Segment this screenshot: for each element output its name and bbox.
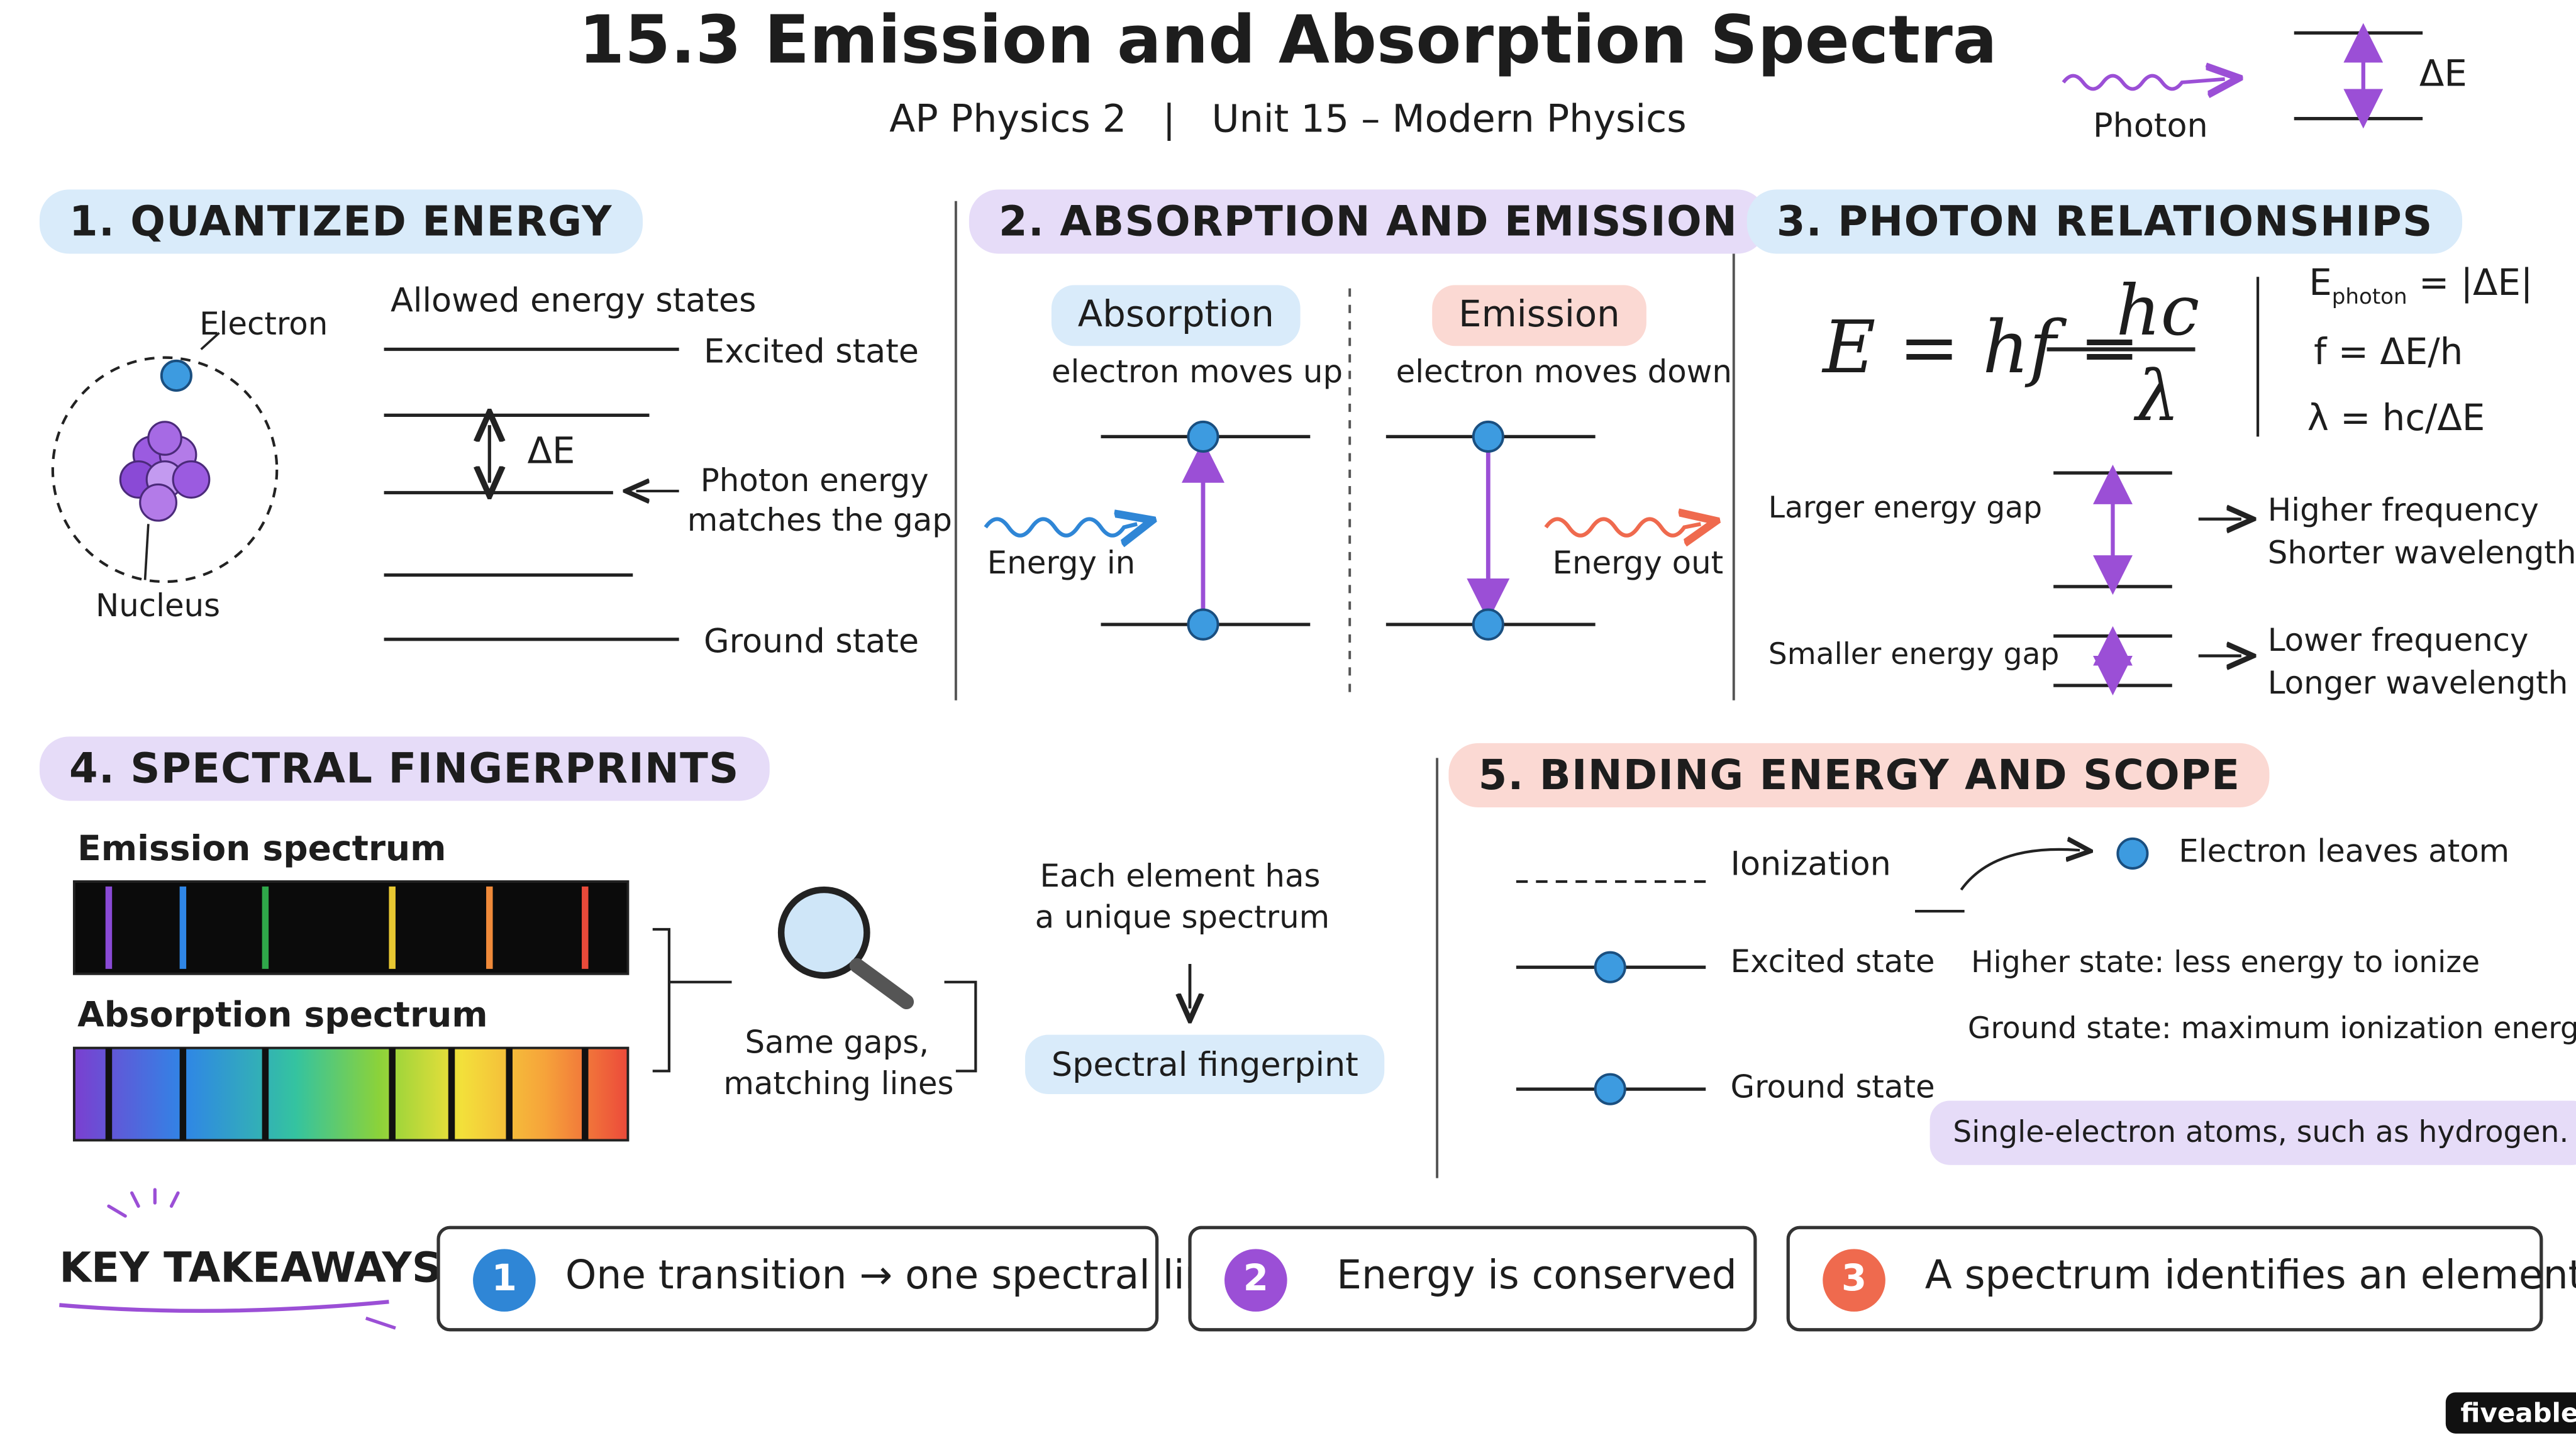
key-takeaways-heading: KEY TAKEAWAYS [59,1244,442,1292]
equation-denominator: λ [2136,356,2180,437]
longer-wavelength-label: Longer wavelength [2267,665,2568,702]
photon-legend-label: Photon [2093,105,2208,145]
emission-desc: electron moves down [1396,354,1732,391]
equation-numerator: hc [2116,270,2200,351]
takeaway-number-3: 3 [1823,1249,1885,1312]
absorption-desc: electron moves up [1051,354,1343,391]
same-gaps-line1: Same gaps, [745,1024,930,1061]
takeaway-card-1: 1 One transition → one spectral line [436,1226,1234,1332]
relation-photon-energy: Ephoton = |ΔE| [2309,263,2533,310]
absorption-chip: Absorption [1051,285,1301,346]
relation-wavelength: λ = hc/ΔE [2307,399,2485,440]
energy-equation: E = hf = [1823,306,2140,391]
energy-out-label: Energy out [1552,545,1724,582]
smaller-gap-diagram [2053,626,2241,695]
takeaway-number-1: 1 [473,1249,536,1312]
takeaway-text-1: One transition → one spectral line [565,1252,1235,1298]
outgoing-photon-wave [1544,519,1701,535]
binding-excited-label: Excited state [1730,944,1935,981]
unique-spectrum-line1: Each element has [1040,858,1321,895]
emission-spectrum-bar [72,880,630,975]
energy-in-label: Energy in [987,545,1136,582]
section-2-heading: 2. ABSORPTION AND EMISSION [969,189,1768,254]
excited-level [1516,951,1706,983]
sparkle-icon [107,1188,180,1218]
emission-spectrum-label: Emission spectrum [77,829,447,869]
relation-frequency: f = ΔE/h [2314,333,2463,374]
photon-energy-line2: matches the gap [687,502,952,539]
delta-e-label: ΔE [527,431,575,473]
same-gaps-line2: matching lines [723,1066,954,1103]
ionization-label: Ionization [1730,843,1891,883]
larger-gap-label: Larger energy gap [1768,490,2043,526]
ground-state-note: Ground state: maximum ionization energy [1967,1011,2576,1047]
delta-e-legend-label: ΔE [2419,54,2467,96]
section-1-heading: 1. QUANTIZED ENERGY [39,189,642,254]
higher-frequency-label: Higher frequency [2267,492,2539,529]
delta-e-legend [2294,23,2423,129]
scope-note: Single-electron atoms, such as hydrogen. [1929,1100,2576,1165]
higher-state-note: Higher state: less energy to ionize [1971,946,2480,981]
electron-dot [160,359,192,392]
spectra-bracket [652,927,977,1073]
lower-frequency-label: Lower frequency [2267,623,2529,660]
larger-gap-diagram [2053,464,2241,595]
takeaway-text-3: A spectrum identifies an element [1924,1252,2576,1298]
photon-energy-line1: Photon energy [700,463,929,500]
photon-legend-wave [2062,76,2225,89]
electron-label: Electron [199,306,328,343]
takeaways-underline [59,1300,389,1313]
absorption-spectrum-bar [72,1046,630,1142]
nucleus-label: Nucleus [95,588,221,625]
atom-diagram [51,331,279,584]
unique-spectrum-line2: a unique spectrum [1035,899,1330,936]
absorption-spectrum-label: Absorption spectrum [77,995,488,1035]
excited-state-label: Excited state [703,331,919,371]
emission-chip: Emission [1432,285,1646,346]
emission-diagram [1385,420,1701,641]
section-3-heading: 3. PHOTON RELATIONSHIPS [1746,189,2463,254]
magnifier-icon [777,886,914,1010]
absorption-diagram [984,420,1311,641]
takeaway-card-2: 2 Energy is conserved [1188,1226,1757,1332]
section-4-heading: 4. SPECTRAL FINGERPRINTS [39,736,769,801]
section-5-heading: 5. BINDING ENERGY AND SCOPE [1448,743,2270,808]
takeaway-card-3: 3 A spectrum identifies an element [1786,1226,2576,1332]
relation-e: E [2309,263,2332,305]
ground-state-label: Ground state [703,621,919,661]
electron-leaves-label: Electron leaves atom [2179,833,2510,870]
spectral-fingerprint-chip: Spectral fingerpint [1024,1034,1385,1095]
takeaway-text-2: Energy is conserved [1336,1252,1737,1298]
fiveable-logo: fiveable [2445,1392,2576,1434]
nucleus-cluster [119,421,211,522]
takeaway-number-2: 2 [1224,1249,1287,1312]
relation-e-subscript: photon [2331,285,2407,311]
ionization-arrow [1915,839,2149,913]
incoming-photon-wave [984,519,1137,535]
allowed-states-label: Allowed energy states [391,280,757,320]
binding-ground-label: Ground state [1730,1069,1935,1106]
energy-levels [384,347,679,641]
underline-flourish [365,1316,396,1330]
relation-e-rest: = |ΔE| [2407,263,2533,305]
shorter-wavelength-label: Shorter wavelength [2267,535,2576,572]
ground-level [1516,1073,1706,1105]
page-title: 15.3 Emission and Absorption Spectra [579,3,1997,79]
page-subtitle: AP Physics 2 | Unit 15 – Modern Physics [889,99,1687,142]
smaller-gap-label: Smaller energy gap [1768,638,2060,673]
